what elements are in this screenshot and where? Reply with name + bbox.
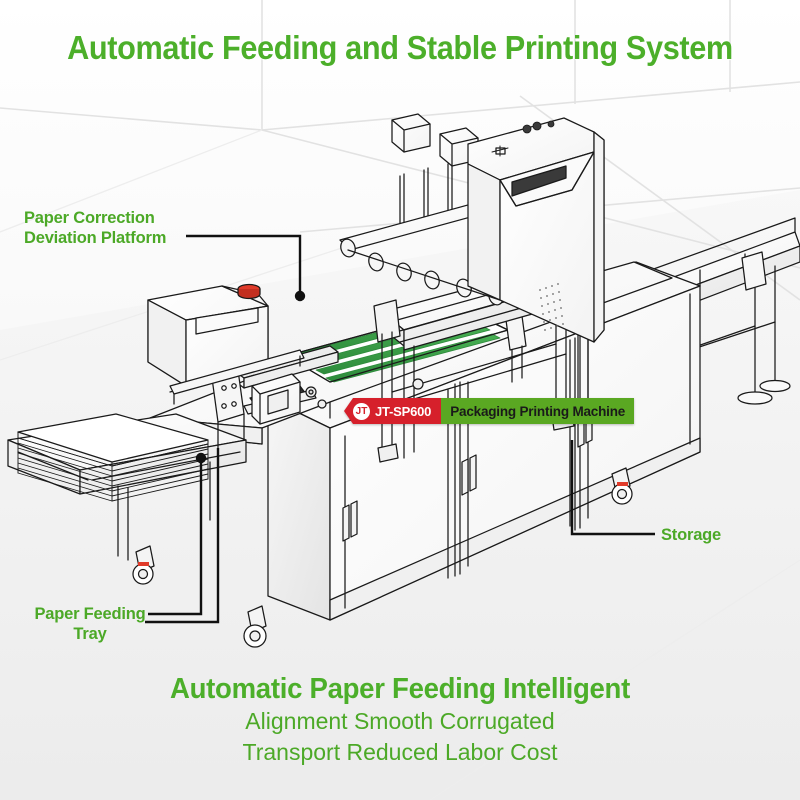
callout-paper-feeding-tray: Paper Feeding Tray — [34, 605, 146, 643]
emergency-stop-button — [237, 283, 261, 300]
footer-headline: Automatic Paper Feeding Intelligent — [170, 673, 630, 705]
leader-storage — [570, 440, 655, 536]
callout-paper-correction-deviation-platform: Paper Correction Deviation Platform — [24, 209, 167, 247]
callout-storage: Storage — [661, 526, 722, 544]
casters — [132, 467, 633, 648]
badge-description-text: Packaging Printing Machine — [450, 403, 626, 419]
leader-tray-right — [145, 448, 220, 624]
product-badge: JT JT-SP600 Packaging Printing Machine — [344, 398, 635, 424]
footer-text-block: Automatic Paper Feeding Intelligent Alig… — [0, 672, 800, 768]
footer-line-2: Transport Reduced Labor Cost — [242, 739, 558, 765]
jt-logo-icon: JT — [353, 402, 370, 420]
leader-dot-tray — [195, 452, 207, 464]
badge-model-text: JT-SP600 — [375, 403, 432, 419]
page-title: Automatic Feeding and Stable Printing Sy… — [67, 29, 733, 66]
leader-dot-correction — [294, 290, 306, 302]
leader-correction — [186, 234, 302, 296]
leader-tray-left — [148, 458, 203, 616]
correction-platform — [211, 315, 527, 449]
paper-stack — [17, 413, 209, 502]
printer-housing — [467, 117, 605, 343]
badge-model-section: JT JT-SP600 — [344, 398, 442, 424]
feed-support-frame — [169, 349, 305, 405]
badge-description-section: Packaging Printing Machine — [441, 398, 635, 424]
footer-line-1: Alignment Smooth Corrugated — [245, 708, 555, 734]
